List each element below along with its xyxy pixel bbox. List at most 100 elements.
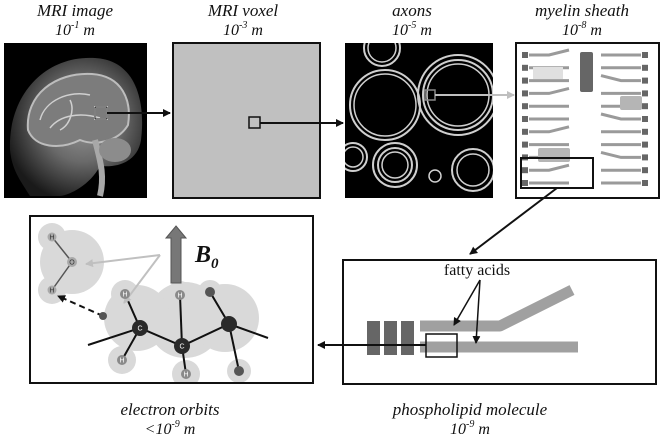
atom-c-1: C — [132, 320, 148, 336]
myelin-head-group — [642, 167, 648, 174]
myelin-label: myelin sheath — [535, 1, 629, 20]
atom-c-2-label: C — [179, 344, 184, 351]
b0-label: B0 — [194, 242, 219, 272]
atom-c-2: C — [174, 338, 190, 354]
myelin-head-group — [642, 154, 648, 161]
mri-voxel-label: MRI voxel — [207, 1, 279, 20]
phospholipid-panel: fatty acids — [342, 259, 657, 385]
mri-voxel-scale-base: 10 — [223, 22, 239, 39]
myelin-head-group — [522, 141, 528, 148]
axon-7 — [428, 169, 442, 183]
mri-image-panel — [4, 43, 147, 198]
axon-6 — [345, 142, 368, 172]
myelin-head-group — [642, 141, 648, 148]
myelin-panel — [515, 42, 660, 199]
myelin-fatty-tail — [529, 163, 570, 172]
electron-scale-unit: m — [180, 421, 196, 438]
myelin-protein-1 — [580, 52, 593, 92]
myelin-title: myelin sheath 10-8 m — [535, 1, 629, 39]
axons-background — [345, 43, 493, 198]
water-bonds — [51, 236, 73, 291]
myelin-fatty-tail — [529, 125, 570, 134]
cerebellum — [99, 138, 131, 162]
mri-voxel-scale: 10-3 m — [223, 20, 263, 39]
atom-c-3 — [221, 316, 237, 332]
atom-h-bond-donor — [99, 312, 107, 320]
axons-scale-exp: -5 — [408, 20, 416, 31]
atom-c-1-label: C — [137, 326, 142, 333]
atom-h-1: H — [47, 232, 57, 242]
myelin-head-group — [642, 103, 648, 110]
myelin-scale-exp: -8 — [578, 20, 586, 31]
atom-h-6-label: H — [183, 372, 188, 379]
myelin-head-group — [522, 90, 528, 97]
myelin-head-group — [522, 103, 528, 110]
electron-label: electron orbits — [121, 400, 220, 419]
atom-h-1-label: H — [49, 235, 54, 242]
atom-h-6: H — [181, 369, 191, 379]
b0-field-arrow — [164, 225, 188, 284]
axon-1 — [363, 43, 401, 67]
electron-panel: H O H C C H H H H B0 — [29, 215, 314, 384]
axons-scale-base: 10 — [392, 22, 408, 39]
axons-label: axons — [392, 1, 432, 20]
b0-label-sub: 0 — [211, 256, 219, 272]
b0-label-base: B — [194, 242, 211, 268]
atom-h-4-label: H — [119, 358, 124, 365]
phospholipid-scale-unit: m — [474, 421, 490, 438]
myelin-head-group — [522, 64, 528, 71]
atom-h-3-label: H — [122, 292, 127, 299]
myelin-protein-4 — [538, 148, 570, 162]
myelin-head-group — [522, 116, 528, 122]
head-group-2 — [384, 321, 397, 355]
mri-image-scale-unit: m — [79, 22, 95, 39]
phospholipid-scale-base: 10 — [450, 421, 466, 438]
mri-image-scale-exp: -1 — [71, 20, 79, 31]
myelin-head-group — [642, 116, 648, 122]
electron-scale: <10-9 m — [145, 419, 196, 438]
brain-cortex — [26, 72, 130, 147]
myelin-lipid-rows — [522, 48, 648, 186]
myelin-head-group — [642, 64, 648, 71]
field-arrow-to-chain — [123, 254, 161, 304]
atom-h-8 — [234, 366, 244, 376]
hydrogen-bond-dashed-arrow — [57, 295, 104, 317]
annotation-arrow-2 — [472, 279, 481, 344]
electron-scale-base: <10 — [145, 421, 172, 438]
head-group-3 — [401, 321, 414, 355]
atom-h-5: H — [175, 290, 185, 300]
myelin-head-group — [522, 128, 528, 135]
myelin-head-group — [642, 180, 648, 186]
phospholipid-label: phospholipid molecule — [392, 400, 548, 419]
phospholipid-title: phospholipid molecule 10-9 m — [392, 400, 548, 438]
field-arrow-to-water — [85, 254, 161, 268]
phospholipid-scale: 10-9 m — [450, 419, 490, 438]
atom-h-2: H — [47, 285, 57, 295]
axons-panel — [345, 43, 493, 198]
myelin-fatty-tail — [600, 74, 641, 83]
myelin-head-group — [642, 77, 648, 84]
phospholipid-scale-exp: -9 — [466, 419, 474, 430]
axon-4 — [372, 142, 418, 188]
voxel-square — [172, 42, 321, 199]
mri-image-title: MRI image 10-1 m — [36, 1, 113, 39]
atom-h-5-label: H — [177, 293, 182, 300]
myelin-scale: 10-8 m — [562, 20, 602, 39]
myelin-head-group — [642, 52, 648, 58]
atom-o: O — [67, 257, 77, 267]
mri-voxel-scale-unit: m — [247, 22, 263, 39]
myelin-scale-base: 10 — [562, 22, 578, 39]
myelin-fatty-tail — [600, 112, 641, 121]
mri-voxel-scale-exp: -3 — [239, 20, 247, 31]
atom-h-2-label: H — [49, 288, 54, 295]
head-group-1 — [367, 321, 380, 355]
brain-stem — [92, 139, 106, 197]
mri-voxel-title: MRI voxel 10-3 m — [207, 1, 279, 39]
fatty-acid-tail-1 — [420, 285, 575, 332]
mri-image-scale-base: 10 — [55, 22, 71, 39]
axons-scale: 10-5 m — [392, 20, 432, 39]
arrow-myelin-to-phospholipid — [469, 187, 558, 255]
mri-image-scale: 10-1 m — [55, 20, 95, 39]
myelin-fatty-tail — [529, 48, 570, 57]
